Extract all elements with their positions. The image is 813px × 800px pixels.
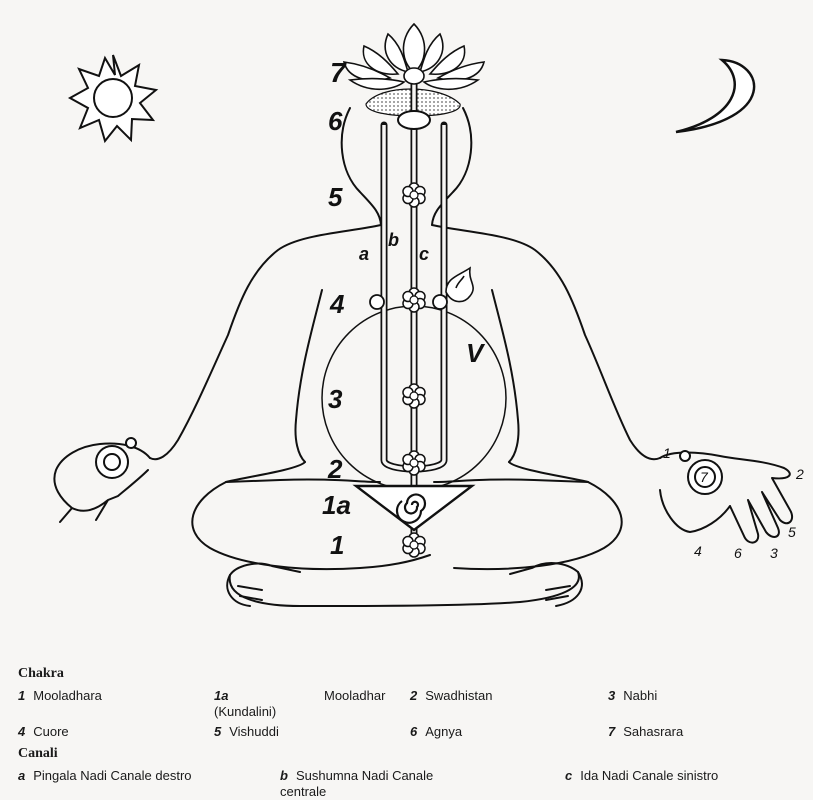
legend-name: Sahasrara (623, 724, 683, 739)
hand-label-7: 7 (700, 469, 709, 485)
legend-key: c (565, 768, 572, 783)
hand-label-2: 2 (795, 466, 804, 482)
hand-label-1: 1 (663, 445, 671, 461)
lotus-crown (344, 24, 484, 89)
label-vayu: V (466, 338, 486, 368)
legend-name: Agnya (425, 724, 462, 739)
legend-name: (Kundalini) (214, 704, 276, 719)
swadhistan-flower (403, 451, 425, 475)
legend-key: b (280, 768, 288, 783)
legend-name: Nabhi (623, 688, 657, 703)
kundalini-triangle (356, 486, 472, 530)
legend-key: 7 (608, 724, 615, 739)
body-outline (54, 108, 792, 606)
legend-chakra-1a-extra: Mooladhar (324, 688, 385, 703)
legend-key: 3 (608, 688, 615, 703)
legend-chakra-4: 4 Cuore (18, 724, 69, 739)
label-chakra-1: 1 (330, 530, 344, 560)
channels-heading: Canali (18, 746, 58, 762)
legend-name: Pingala Nadi Canale destro (33, 768, 191, 783)
chakra-diagram: 7 6 5 4 3 2 1a 1 a b c V 1 7 2 5 3 6 4 (0, 0, 813, 660)
label-channel-a: a (359, 244, 369, 264)
label-chakra-5: 5 (328, 182, 343, 212)
legend-key: 5 (214, 724, 221, 739)
label-chakra-3: 3 (328, 384, 343, 414)
label-channel-c: c (419, 244, 429, 264)
agnya-node (398, 111, 430, 129)
legend-key: 1 (18, 688, 25, 703)
legend-key: 1a (214, 688, 228, 703)
hand-label-6: 6 (734, 545, 742, 561)
legend-name: Vishuddi (229, 724, 279, 739)
legend-chakra-5: 5 Vishuddi (214, 724, 279, 739)
label-chakra-6: 6 (328, 106, 343, 136)
legend-chakra-2: 2 Swadhistan (410, 688, 492, 703)
legend-chakra-7: 7 Sahasrara (608, 724, 683, 739)
label-chakra-1a: 1a (322, 490, 351, 520)
label-chakra-2: 2 (327, 454, 343, 484)
hand-label-3: 3 (770, 545, 778, 561)
legend-key: a (18, 768, 25, 783)
label-channel-b: b (388, 230, 399, 250)
label-chakra-4: 4 (329, 289, 345, 319)
moon-icon (676, 60, 754, 132)
legend-channel-c: c Ida Nadi Canale sinistro (565, 768, 718, 783)
legend-chakra-6: 6 Agnya (410, 724, 462, 739)
legend-key: 2 (410, 688, 417, 703)
mooladhara-flower (403, 533, 425, 557)
legend-key: 4 (18, 724, 25, 739)
legend-chakra-1: 1 Mooladhara (18, 688, 102, 703)
legend-name: Mooladhar (324, 688, 385, 703)
vishuddi-flower (403, 183, 425, 207)
legend-chakra-1a: 1a(Kundalini) (214, 688, 324, 720)
legend-key: 6 (410, 724, 417, 739)
label-chakra-7: 7 (330, 57, 347, 88)
flame-icon (446, 268, 473, 302)
legend-chakra-3: 3 Nabhi (608, 688, 657, 703)
legend-name: Swadhistan (425, 688, 492, 703)
legend-name: Ida Nadi Canale sinistro (580, 768, 718, 783)
sun-icon (70, 55, 156, 141)
legend-name: Cuore (33, 724, 68, 739)
heart-flower (403, 288, 425, 312)
nabhi-flower (403, 384, 425, 408)
legend-channel-a: a Pingala Nadi Canale destro (18, 768, 192, 783)
hand-label-5: 5 (788, 524, 796, 540)
chakra-heading: Chakra (18, 666, 64, 682)
legend-name: Sushumna Nadi Canale centrale (280, 768, 433, 799)
right-heart-node (370, 295, 384, 309)
legend-name: Mooladhara (33, 688, 102, 703)
left-heart-node (433, 295, 447, 309)
hand-label-4: 4 (694, 543, 702, 559)
